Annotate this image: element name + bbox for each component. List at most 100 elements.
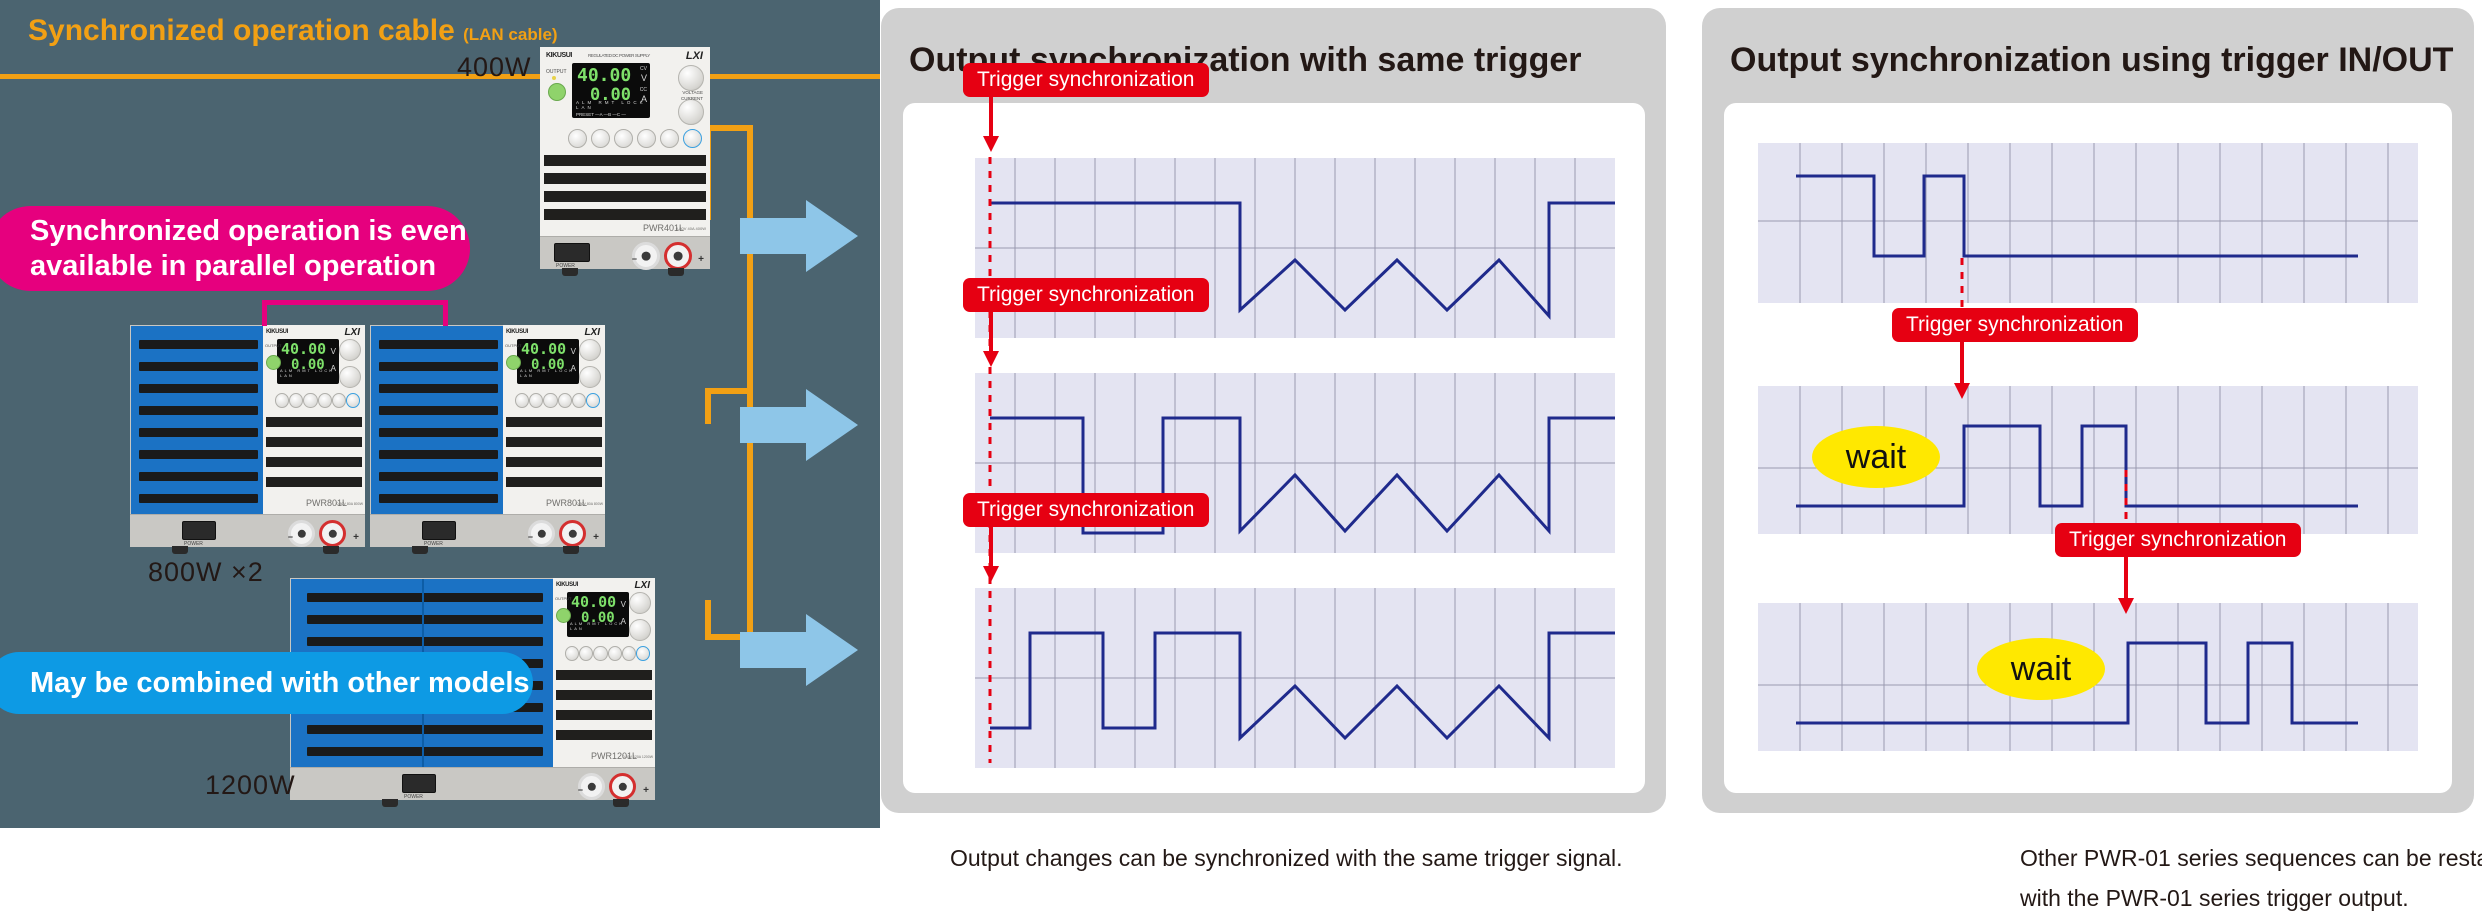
right-panel-inner (1724, 103, 2452, 793)
right-trigger-label-1: Trigger synchronization (1892, 308, 2138, 342)
psu-brand-1200: KIKUSUI (556, 582, 578, 588)
psu-sign-plus-800r: + (593, 532, 599, 543)
psu-sign-plus-400: + (698, 254, 704, 265)
psu-power-label-400: POWER (556, 263, 575, 269)
center-trigger-arrow-1 (983, 96, 999, 152)
right-trigger-label-2: Trigger synchronization (2055, 523, 2301, 557)
psu-curr-unit-800r: A (570, 364, 576, 373)
center-trigger-label-1: Trigger synchronization (963, 63, 1209, 97)
psu-output-label-1200: OUTPUT (555, 596, 572, 601)
right-chart-1 (1758, 143, 2418, 303)
psu-brand-800l: KIKUSUI (266, 329, 288, 335)
psu-400w: KIKUSUI REGULATED DC POWER SUPPLY LXI 40… (540, 47, 710, 276)
psu-voltage-knob-800r[interactable] (579, 339, 601, 361)
psu-button-row-800l[interactable] (275, 393, 361, 408)
psu-preset-400: PRESET —A —B —C — (576, 112, 626, 117)
psu-power-switch-800l[interactable] (182, 521, 216, 540)
center-panel-inner (903, 103, 1645, 793)
psu-status-800r: ALM RMT LOCK LAN (520, 368, 574, 378)
psu-output-label-800l: OUTPUT (265, 343, 282, 348)
psu-lxi-800r: LXI (584, 327, 600, 338)
psu-current-knob-800r[interactable] (579, 366, 601, 388)
psu-rating-800l: 0-80V 80A 800W (336, 502, 363, 506)
psu-output-label-800r: OUTPUT (505, 343, 522, 348)
psu-power-label-800l: POWER (184, 541, 203, 547)
parallel-link-top (262, 300, 448, 305)
cable-wire-1200-vertical (705, 600, 711, 640)
psu-curr-unit-800l: A (330, 364, 336, 373)
cable-title-main: Synchronized operation cable (28, 14, 455, 47)
psu-curr-unit-1200: A (620, 617, 626, 626)
psu-voltage-knob-1200[interactable] (629, 592, 651, 614)
psu-volt-unit-800l: V (330, 347, 336, 356)
psu-terminal-negative-800r (528, 520, 555, 547)
psu-output-button-1200[interactable] (556, 608, 571, 623)
psu-lxi-1200: LXI (634, 580, 650, 591)
psu-current-400: 0.00 (590, 85, 631, 105)
psu-current-knob-label-400: CURRENT (681, 96, 703, 101)
psu-sign-minus-800r: − (527, 532, 533, 542)
callout-other-models: May be combined with other models (0, 652, 533, 714)
center-trigger-label-2: Trigger synchronization (963, 278, 1209, 312)
psu-model-800r: PWR801L (545, 498, 587, 508)
watt-label-400: 400W (457, 52, 532, 82)
psu-voltage-1200: 40.00 (571, 593, 617, 611)
psu-button-row-800r[interactable] (515, 393, 601, 408)
psu-sign-plus-800l: + (353, 532, 359, 543)
psu-output-button-400[interactable] (548, 83, 566, 101)
cable-title-sub: (LAN cable) (463, 25, 558, 44)
right-panel-title: Output synchronization using trigger IN/… (1730, 41, 2454, 79)
left-illustration-panel: Synchronized operation cable (LAN cable)… (0, 0, 880, 828)
psu-power-switch-800r[interactable] (422, 521, 456, 540)
cable-wire-800-horizontal (705, 388, 753, 394)
psu-current-knob-1200[interactable] (629, 619, 651, 641)
psu-lxi-400: LXI (685, 50, 703, 62)
psu-sign-minus-800l: − (287, 532, 293, 542)
psu-voltage-knob-800l[interactable] (339, 339, 361, 361)
psu-voltage-400: 40.00 (577, 65, 632, 86)
right-trigger-dashed-2 (2124, 470, 2128, 522)
psu-brand-sub-400: REGULATED DC POWER SUPPLY (588, 53, 650, 58)
psu-terminal-positive-1200 (609, 773, 636, 800)
parallel-link-right (443, 300, 448, 326)
psu-voltage-knob-label-400: VOLTAGE (682, 90, 703, 95)
psu-current-knob-400[interactable] (678, 99, 704, 125)
psu-power-switch-1200[interactable] (402, 774, 436, 793)
psu-button-row-400[interactable] (568, 129, 702, 148)
psu-voltage-knob-400[interactable] (678, 65, 704, 91)
psu-brand-800r: KIKUSUI (506, 329, 528, 335)
right-trigger-dashed-1 (1960, 258, 1964, 310)
psu-button-row-1200[interactable] (565, 646, 651, 661)
psu-status-800l: ALM RMT LOCK LAN (280, 368, 334, 378)
psu-volt-unit-400: V (640, 73, 647, 83)
psu-800w-right: KIKUSUI LXI 40.00 V 0.00 A ALM RMT LOCK … (370, 325, 605, 554)
cable-title-underline (0, 74, 880, 79)
psu-output-button-800l[interactable] (266, 355, 281, 370)
psu-current-800l: 0.00 (291, 357, 325, 373)
center-panel: Output synchronization with same trigger (881, 8, 1666, 813)
psu-terminal-negative-1200 (578, 773, 605, 800)
cable-wire-trunk (747, 125, 753, 640)
psu-rating-1200: 0-80V 120A 1200W (622, 755, 653, 759)
right-trigger-arrow-2 (2118, 556, 2134, 614)
psu-current-knob-800l[interactable] (339, 366, 361, 388)
cable-wire-400-horizontal (705, 125, 753, 131)
psu-output-button-800r[interactable] (506, 355, 521, 370)
psu-cc-400: CC (639, 87, 647, 93)
psu-power-label-1200: POWER (404, 794, 423, 800)
psu-terminal-negative-400 (632, 242, 660, 270)
psu-power-label-800r: POWER (424, 541, 443, 547)
right-trigger-arrow-1 (1954, 341, 1970, 399)
psu-model-1200: PWR1201L (590, 751, 637, 761)
cable-title: Synchronized operation cable (LAN cable) (28, 14, 558, 48)
psu-terminal-positive-800r (559, 520, 586, 547)
center-trigger-arrow-3 (983, 526, 999, 582)
psu-status-1200: ALM RMT LOCK LAN (570, 621, 624, 631)
psu-voltage-800r: 40.00 (521, 340, 567, 358)
center-trigger-dashed-line (988, 157, 992, 763)
psu-current-1200: 0.00 (581, 610, 615, 626)
parallel-link-left (262, 300, 267, 326)
cable-wire-1200-horizontal (705, 634, 753, 640)
psu-power-switch-400[interactable] (554, 243, 590, 262)
watt-label-800: 800W ×2 (148, 557, 264, 587)
